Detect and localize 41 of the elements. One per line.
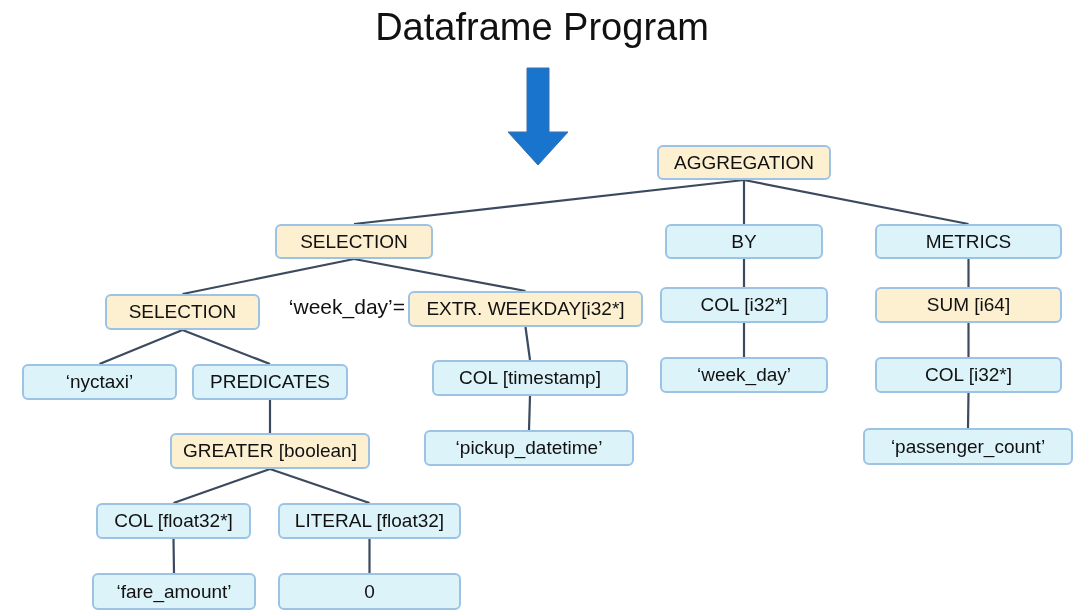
tree-connector	[743, 178, 969, 226]
tree-connector	[99, 329, 183, 365]
tree-node: ‘fare_amount’	[92, 573, 256, 610]
operator-node: AGGREGATION	[657, 145, 831, 180]
tree-connector	[742, 259, 746, 287]
assignment-label: ‘week_day’=	[288, 295, 405, 319]
tree-node: ‘passenger_count’	[863, 428, 1073, 465]
tree-connector	[527, 395, 532, 431]
tree-connector	[368, 539, 371, 573]
tree-connector	[269, 467, 370, 505]
tree-connector	[353, 257, 526, 293]
tree-node: COL [float32*]	[96, 503, 251, 539]
tree-connector	[742, 180, 746, 224]
operator-node: EXTR. WEEKDAY[i32*]	[408, 291, 643, 327]
tree-connector	[268, 400, 272, 433]
tree-connector	[182, 257, 355, 296]
tree-node: 0	[278, 573, 461, 610]
operator-node: SUM [i64]	[875, 287, 1062, 323]
tree-node: ‘pickup_datetime’	[424, 430, 634, 466]
operator-node: SELECTION	[275, 224, 433, 259]
tree-connector	[182, 328, 271, 366]
tree-connector	[173, 467, 271, 505]
tree-connector	[524, 326, 532, 361]
tree-node: BY	[665, 224, 823, 259]
tree-node: PREDICATES	[192, 364, 348, 400]
tree-connector	[967, 259, 970, 287]
tree-connector	[172, 539, 176, 573]
tree-connector	[742, 323, 746, 357]
tree-connector	[353, 178, 745, 226]
tree-node: COL [i32*]	[875, 357, 1062, 393]
operator-node: GREATER [boolean]	[170, 433, 370, 469]
tree-node: METRICS	[875, 224, 1062, 259]
operator-node: SELECTION	[105, 294, 260, 330]
diagram-title: Dataframe Program	[374, 6, 710, 49]
tree-node: ‘week_day’	[660, 357, 828, 393]
tree-node: COL [timestamp]	[432, 360, 628, 396]
tree-node: COL [i32*]	[660, 287, 828, 323]
tree-connector	[967, 323, 970, 357]
tree-connector	[966, 393, 970, 428]
tree-node: ‘nyctaxi’	[22, 364, 177, 400]
tree-node: LITERAL [float32]	[278, 503, 461, 539]
